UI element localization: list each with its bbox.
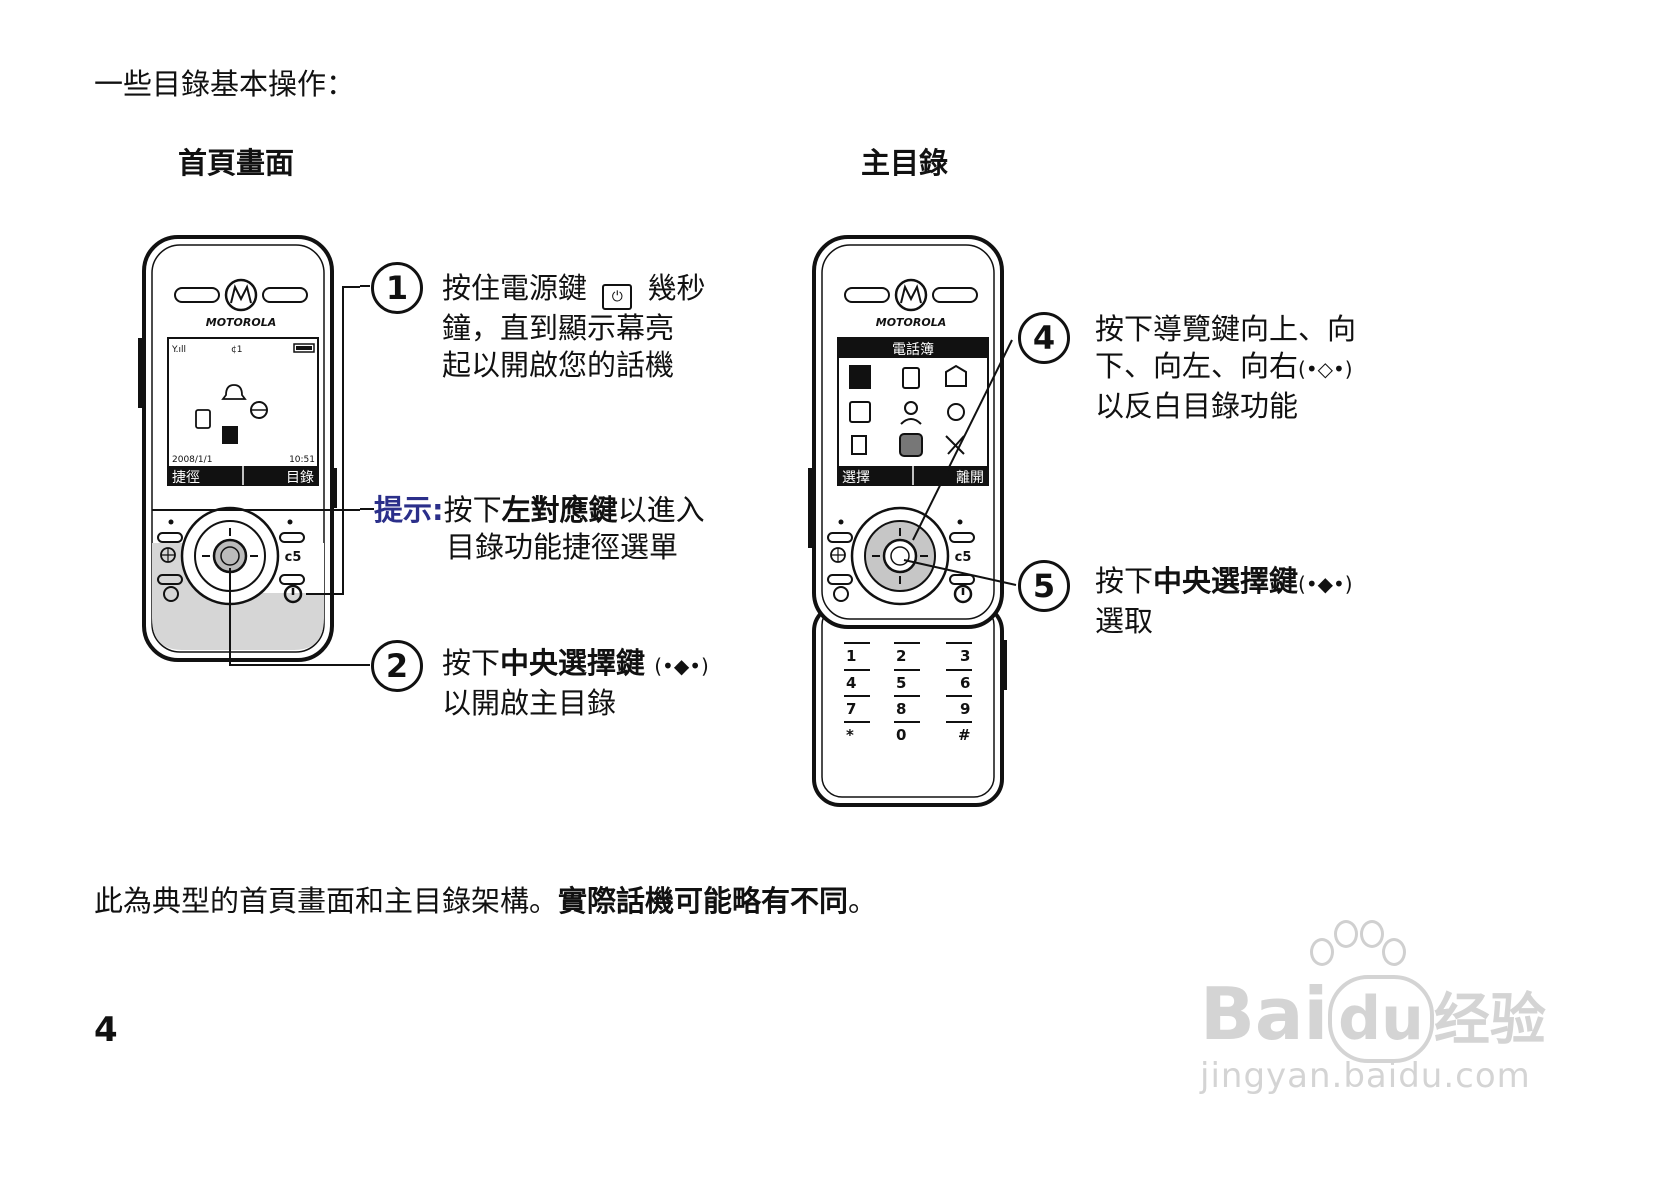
- step-1-tail: 幾秒: [647, 271, 706, 305]
- step-1-line-2: 鐘，直到顯示幕亮: [442, 311, 675, 345]
- watermark-url: jingyan.baidu.com: [1200, 1056, 1531, 1096]
- main-menu-heading: 主目錄: [861, 146, 949, 180]
- key-1: 1: [846, 647, 856, 665]
- step-4-line-2: 下、向左、向右: [1095, 349, 1299, 383]
- home-screen-heading: 首頁畫面: [178, 146, 295, 180]
- step-1-text: 按住電源鍵 ⏻ 幾秒 鐘，直到顯示幕亮 起以開啟您的話機: [442, 270, 705, 384]
- paw-icon: [1310, 920, 1406, 990]
- screen-title: 電話簿: [892, 341, 934, 358]
- brand-logo-text: MOTOROLA: [206, 316, 277, 329]
- step-2-badge: 2: [371, 640, 423, 692]
- key-6: 6: [960, 674, 970, 692]
- hint-bold: 左對應鍵: [501, 493, 618, 527]
- step-5-badge: 5: [1018, 560, 1070, 612]
- brand-logo-text-2: MOTOROLA: [876, 316, 947, 329]
- step-4-line-3: 以反白目錄功能: [1095, 389, 1299, 423]
- footer-bold: 實際話機可能略有不同: [558, 884, 849, 918]
- step-1-line-1: 按住電源鍵: [442, 271, 588, 305]
- hint-post: 以進入: [617, 493, 705, 527]
- step-1-line-3: 起以開啟您的話機: [442, 348, 675, 382]
- key-9: 9: [960, 700, 970, 718]
- key-8: 8: [896, 700, 906, 718]
- step-5-line-2: 選取: [1095, 604, 1154, 638]
- key-2: 2: [896, 647, 906, 665]
- svg-text:Y.ıll: Y.ıll: [171, 345, 186, 355]
- step-5-bold: 中央選擇鍵: [1153, 564, 1299, 598]
- power-key-icon: ⏻: [602, 284, 633, 310]
- step-5-pre: 按下: [1095, 564, 1154, 598]
- svg-text:¢1: ¢1: [231, 345, 242, 355]
- step-2-text: 按下中央選擇鍵 (•◆•) 以開啟主目錄: [442, 645, 709, 722]
- soft-key-left-label: 捷徑: [172, 470, 200, 486]
- key-5: 5: [896, 674, 906, 692]
- intro-text: 一些目錄基本操作：: [94, 67, 356, 101]
- step-4-text: 按下導覽鍵向上、向 下、向左、向右(•◇•) 以反白目錄功能: [1095, 311, 1356, 425]
- page-number: 4: [94, 1010, 118, 1050]
- step-2-bold: 中央選擇鍵: [500, 646, 646, 680]
- step-4-line-1: 按下導覽鍵向上、向: [1095, 312, 1357, 346]
- soft-key-right-label: 目錄: [286, 470, 314, 486]
- center-select-key-icon: (•◆•): [654, 654, 709, 678]
- center-select-key-icon-2: (•◆•): [1298, 572, 1353, 596]
- footer-note: 此為典型的首頁畫面和主目錄架構。實際話機可能略有不同。: [94, 883, 877, 920]
- step-2-line-2: 以開啟主目錄: [442, 686, 617, 720]
- home-screen-phone: MOTOROLA Y.ıll ¢1 2008/1/1 10:51 捷徑 目錄 c…: [138, 235, 360, 666]
- key-7: 7: [846, 700, 856, 718]
- key-star: *: [846, 726, 854, 744]
- nav-key-icon: (•◇•): [1298, 357, 1353, 381]
- watermark-brand-cn: 经验: [1433, 988, 1546, 1053]
- step-2-pre: 按下: [442, 646, 501, 680]
- hint-line-2: 目錄功能捷徑選單: [446, 530, 679, 564]
- home-time: 10:51: [289, 455, 315, 465]
- step-5-text: 按下中央選擇鍵(•◆•) 選取: [1095, 563, 1353, 640]
- svg-text:c5: c5: [955, 550, 972, 565]
- footer-normal: 此為典型的首頁畫面和主目錄架構。: [94, 884, 559, 918]
- home-date: 2008/1/1: [172, 455, 212, 465]
- key-4: 4: [846, 674, 856, 692]
- svg-text:c5: c5: [285, 550, 302, 565]
- watermark-brand-du: du: [1328, 975, 1434, 1063]
- main-menu-phone: 1 2 3 4 5 6 7 8 9 * 0 # MOTOROLA 電話簿 選擇 …: [808, 235, 1017, 807]
- hint-text: 提示:按下左對應鍵以進入 目錄功能捷徑選單: [374, 492, 705, 566]
- hint-pre: 按下: [443, 493, 502, 527]
- soft-key-select-label: 選擇: [842, 470, 870, 486]
- key-hash: #: [958, 726, 971, 744]
- key-0: 0: [896, 726, 906, 744]
- watermark-brand: Bai: [1200, 972, 1329, 1056]
- footer-end: 。: [848, 884, 878, 918]
- step-4-badge: 4: [1018, 312, 1070, 364]
- hint-label: 提示:: [374, 493, 444, 527]
- step-1-badge: 1: [371, 262, 423, 314]
- key-3: 3: [960, 647, 970, 665]
- soft-key-exit-label: 離開: [956, 469, 984, 486]
